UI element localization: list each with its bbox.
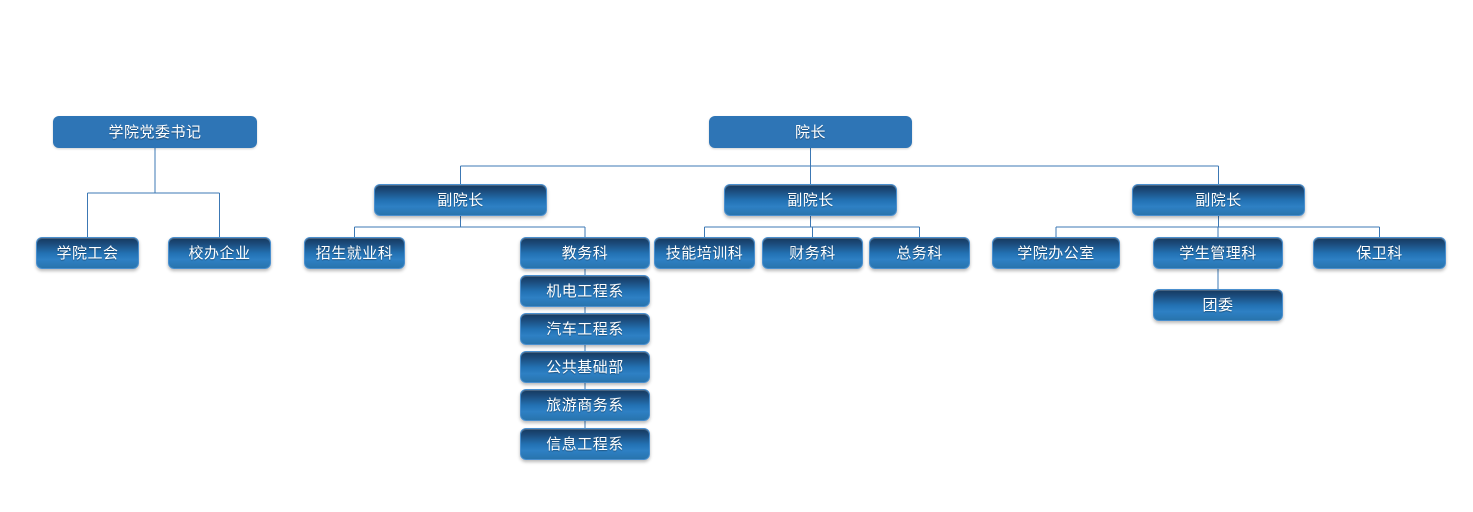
org-node-automotive[interactable]: 汽车工程系: [520, 313, 650, 345]
org-node-president[interactable]: 院长: [709, 116, 912, 148]
org-node-school-enterprise[interactable]: 校办企业: [168, 237, 271, 269]
org-node-label: 技能培训科: [665, 244, 744, 262]
org-node-admissions-employment[interactable]: 招生就业科: [304, 237, 405, 269]
org-node-label: 总务科: [896, 244, 943, 262]
org-node-vice-president-2[interactable]: 副院长: [724, 184, 897, 216]
org-node-label: 公共基础部: [546, 358, 624, 376]
org-node-academic-affairs[interactable]: 教务科: [520, 237, 650, 269]
org-node-public-foundation[interactable]: 公共基础部: [520, 351, 650, 383]
org-node-label: 财务科: [789, 244, 836, 262]
org-node-label: 学生管理科: [1179, 244, 1257, 262]
org-node-label: 保卫科: [1356, 244, 1403, 262]
org-node-label: 学院党委书记: [108, 123, 202, 141]
org-node-skills-training[interactable]: 技能培训科: [654, 237, 755, 269]
org-node-youth-league[interactable]: 团委: [1153, 289, 1283, 321]
org-node-college-union[interactable]: 学院工会: [36, 237, 139, 269]
org-node-general-affairs[interactable]: 总务科: [869, 237, 970, 269]
org-node-security[interactable]: 保卫科: [1313, 237, 1446, 269]
org-node-label: 校办企业: [188, 244, 251, 262]
org-node-label: 教务科: [561, 244, 609, 262]
org-node-label: 信息工程系: [546, 435, 624, 453]
org-node-label: 院长: [794, 123, 826, 141]
org-node-label: 副院长: [437, 191, 484, 209]
org-node-information-engineering[interactable]: 信息工程系: [520, 428, 650, 460]
org-node-vice-president-3[interactable]: 副院长: [1132, 184, 1305, 216]
org-node-label: 副院长: [787, 191, 834, 209]
org-node-label: 学院工会: [56, 244, 119, 262]
org-node-label: 副院长: [1195, 191, 1242, 209]
org-node-finance[interactable]: 财务科: [762, 237, 863, 269]
org-node-label: 团委: [1202, 296, 1234, 314]
org-node-college-office[interactable]: 学院办公室: [992, 237, 1120, 269]
org-node-label: 机电工程系: [546, 282, 624, 300]
org-node-label: 旅游商务系: [546, 396, 624, 414]
org-node-tourism-business[interactable]: 旅游商务系: [520, 389, 650, 421]
org-node-label: 招生就业科: [315, 244, 394, 262]
org-node-label: 学院办公室: [1017, 244, 1095, 262]
org-node-mechanical-electrical[interactable]: 机电工程系: [520, 275, 650, 307]
org-node-student-management[interactable]: 学生管理科: [1153, 237, 1283, 269]
org-node-party-secretary[interactable]: 学院党委书记: [53, 116, 257, 148]
org-node-label: 汽车工程系: [546, 320, 624, 338]
org-node-vice-president-1[interactable]: 副院长: [374, 184, 547, 216]
